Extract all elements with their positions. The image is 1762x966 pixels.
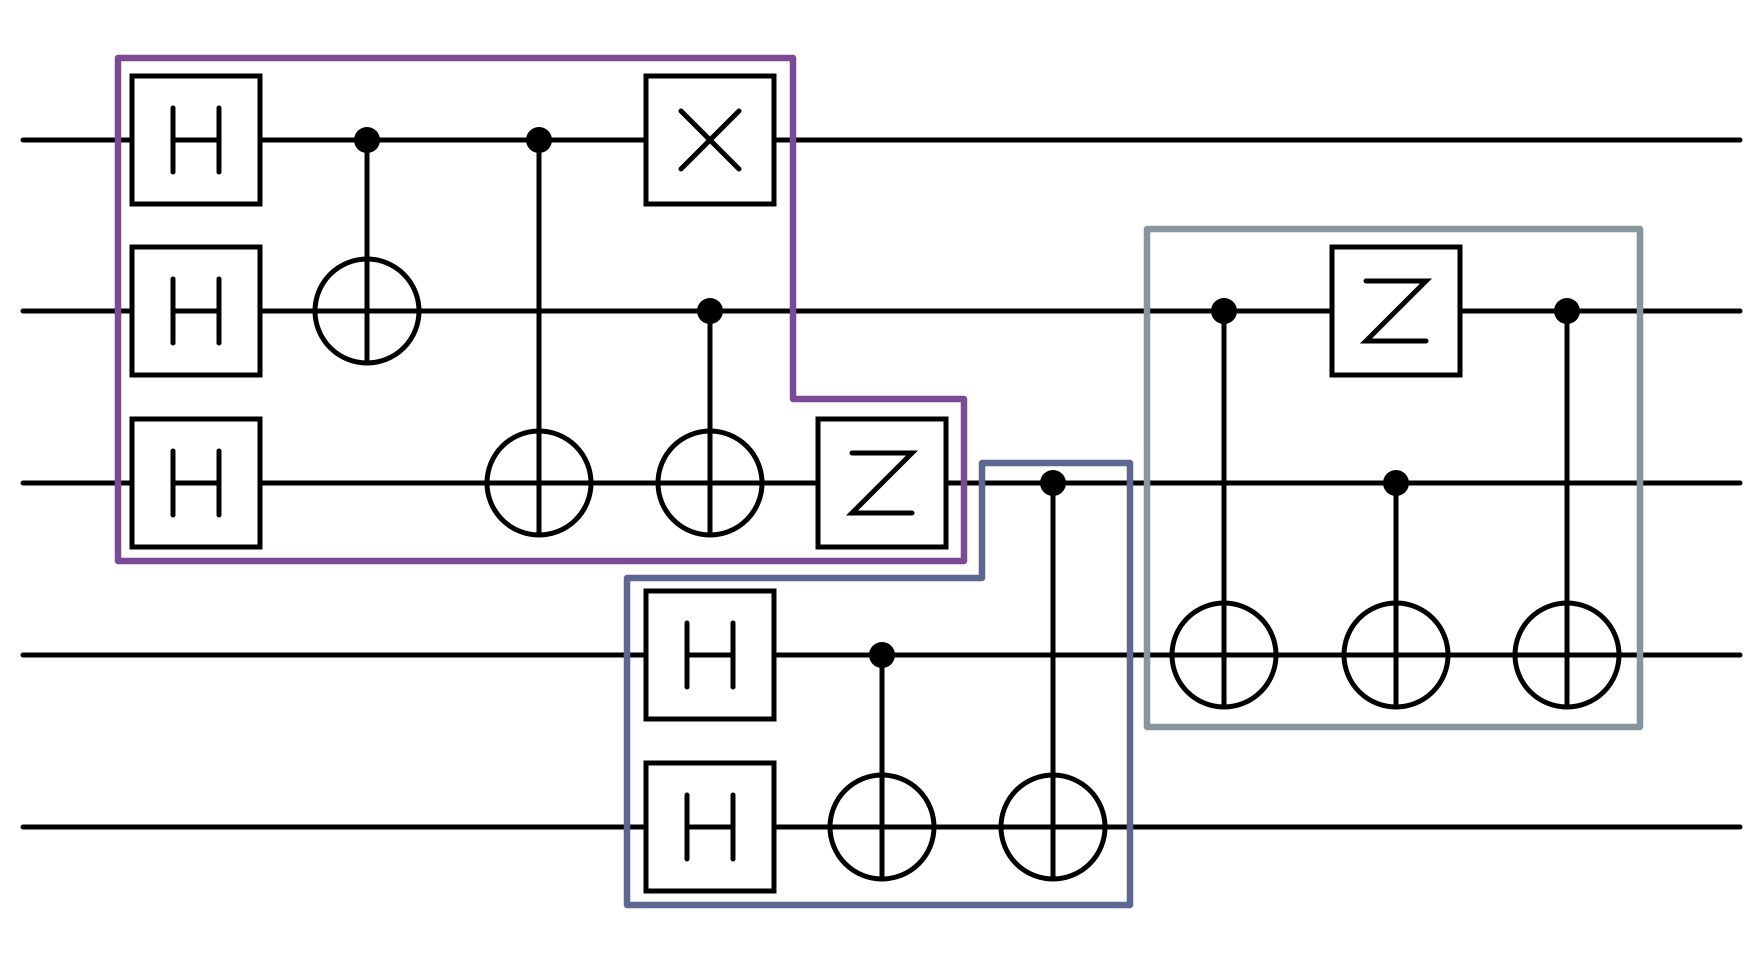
z-symbol-icon — [845, 450, 919, 516]
control-dot-icon — [1211, 298, 1237, 324]
gates — [129, 73, 1622, 894]
target-plus-icon — [827, 772, 937, 882]
gate-group-block-b — [623, 459, 1134, 909]
h-symbol-icon — [684, 620, 736, 690]
control-dot-icon — [354, 127, 380, 153]
control-dot-icon — [1383, 470, 1409, 496]
cnot-gate — [1341, 470, 1451, 710]
h-gate — [643, 760, 777, 894]
z-gate — [815, 416, 949, 550]
x-symbol-icon — [678, 108, 742, 172]
cnot-gate — [312, 127, 422, 366]
h-gate — [129, 244, 263, 378]
gate-groups — [114, 54, 1644, 909]
target-plus-icon — [1341, 600, 1451, 710]
target-plus-icon — [1169, 600, 1279, 710]
control-dot-icon — [1040, 470, 1066, 496]
cnot-gate — [655, 298, 765, 538]
cnot-gate — [1512, 298, 1622, 710]
target-plus-icon — [655, 428, 765, 538]
gate-group-block-c — [1143, 225, 1644, 731]
h-gate — [643, 588, 777, 722]
h-gate — [129, 416, 263, 550]
control-dot-icon — [526, 127, 552, 153]
x-gate — [643, 73, 777, 207]
h-symbol-icon — [170, 276, 222, 346]
cnot-gate — [998, 470, 1108, 882]
h-symbol-icon — [170, 448, 222, 518]
cnot-gate — [484, 127, 594, 538]
control-dot-icon — [697, 298, 723, 324]
control-dot-icon — [1554, 298, 1580, 324]
target-plus-icon — [312, 256, 422, 366]
z-gate — [1329, 244, 1463, 378]
cnot-gate — [827, 642, 937, 882]
h-symbol-icon — [684, 792, 736, 862]
gate-group-block-a — [114, 54, 968, 565]
target-plus-icon — [998, 772, 1108, 882]
cnot-gate — [1169, 298, 1279, 710]
h-gate — [129, 73, 263, 207]
target-plus-icon — [484, 428, 594, 538]
control-dot-icon — [869, 642, 895, 668]
h-symbol-icon — [170, 105, 222, 175]
target-plus-icon — [1512, 600, 1622, 710]
z-symbol-icon — [1359, 278, 1433, 344]
